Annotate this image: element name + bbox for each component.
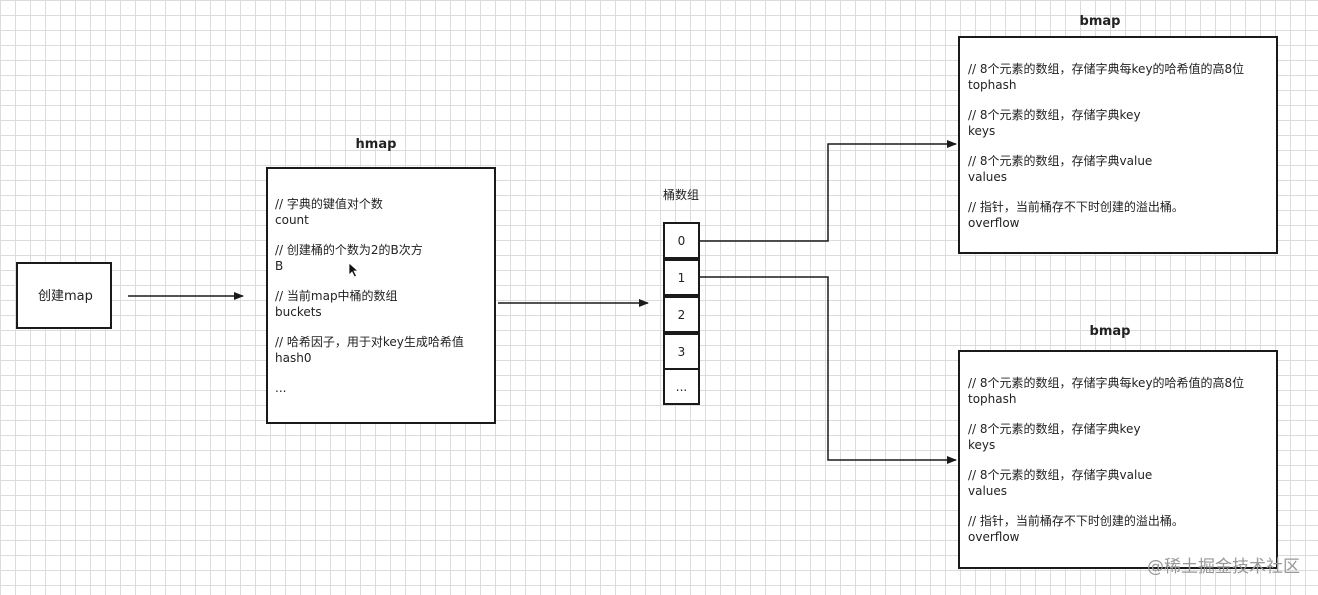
field-comment: // 指针，当前桶存不下时创建的溢出桶。 — [968, 514, 1184, 528]
field-comment: // 指针，当前桶存不下时创建的溢出桶。 — [968, 200, 1184, 214]
bmap-field-overflow: // 指针，当前桶存不下时创建的溢出桶。 overflow — [968, 513, 1244, 545]
field-name: keys — [968, 124, 996, 138]
arrow-bucket0-to-bmap-top — [700, 140, 957, 242]
field-name: B — [275, 259, 284, 273]
bucket-array-title: 桶数组 — [662, 188, 700, 202]
field-comment: // 字典的键值对个数 — [275, 197, 383, 211]
bucket-cell-ellipsis: ... — [663, 368, 700, 405]
field-comment: // 创建桶的个数为2的B次方 — [275, 243, 423, 257]
field-comment: // 8个元素的数组，存储字典value — [968, 468, 1153, 482]
mouse-cursor-icon — [348, 262, 360, 278]
bmap-bottom-field-list: // 8个元素的数组，存储字典每key的哈希值的高8位 tophash // 8… — [968, 375, 1244, 559]
create-map-node: 创建map — [16, 262, 112, 329]
bmap-field-keys: // 8个元素的数组，存储字典key keys — [968, 421, 1244, 453]
field-comment: // 8个元素的数组，存储字典key — [968, 108, 1141, 122]
field-name: keys — [968, 438, 996, 452]
field-comment: // 8个元素的数组，存储字典key — [968, 422, 1141, 436]
bmap-top-box — [958, 36, 1278, 254]
arrow-bucket1-to-bmap-bottom — [700, 276, 957, 464]
field-comment: // 8个元素的数组，存储字典每key的哈希值的高8位 — [968, 376, 1245, 390]
field-comment: // 哈希因子，用于对key生成哈希值 — [275, 335, 464, 349]
hmap-field-count: // 字典的键值对个数 count — [275, 196, 464, 228]
bucket-cell-1: 1 — [663, 259, 700, 296]
field-name: values — [968, 170, 1008, 184]
bmap-field-keys: // 8个元素的数组，存储字典key keys — [968, 107, 1244, 139]
bucket-cell-2: 2 — [663, 296, 700, 333]
hmap-field-list: // 字典的键值对个数 count // 创建桶的个数为2的B次方 B // 当… — [275, 196, 464, 396]
field-comment: // 8个元素的数组，存储字典每key的哈希值的高8位 — [968, 62, 1245, 76]
bmap-bottom-title: bmap — [1089, 324, 1131, 339]
hmap-box — [266, 167, 496, 424]
field-comment: // 8个元素的数组，存储字典value — [968, 154, 1153, 168]
bucket-cell-0: 0 — [663, 222, 700, 259]
hmap-ellipsis: ... — [275, 381, 287, 395]
hmap-title: hmap — [355, 137, 397, 152]
watermark: @稀土掘金技术社区 — [1147, 557, 1300, 577]
field-comment: // 当前map中桶的数组 — [275, 289, 398, 303]
field-name: tophash — [968, 392, 1017, 406]
bmap-top-title: bmap — [1079, 14, 1121, 29]
bucket-cell-3: 3 — [663, 333, 700, 370]
bmap-field-overflow: // 指针，当前桶存不下时创建的溢出桶。 overflow — [968, 199, 1244, 231]
hmap-field-b: // 创建桶的个数为2的B次方 B — [275, 242, 464, 274]
create-map-label: 创建map — [38, 289, 93, 304]
hmap-field-hash0: // 哈希因子，用于对key生成哈希值 hash0 — [275, 334, 464, 366]
field-name: tophash — [968, 78, 1017, 92]
field-name: count — [275, 213, 309, 227]
bmap-top-field-list: // 8个元素的数组，存储字典每key的哈希值的高8位 tophash // 8… — [968, 61, 1244, 245]
field-name: hash0 — [275, 351, 312, 365]
field-name: overflow — [968, 530, 1020, 544]
field-name: buckets — [275, 305, 322, 319]
field-name: overflow — [968, 216, 1020, 230]
bmap-field-values: // 8个元素的数组，存储字典value values — [968, 467, 1244, 499]
bmap-bottom-box — [958, 350, 1278, 569]
bmap-field-values: // 8个元素的数组，存储字典value values — [968, 153, 1244, 185]
bmap-field-tophash: // 8个元素的数组，存储字典每key的哈希值的高8位 tophash — [968, 61, 1244, 93]
bmap-field-tophash: // 8个元素的数组，存储字典每key的哈希值的高8位 tophash — [968, 375, 1244, 407]
field-name: values — [968, 484, 1008, 498]
hmap-field-buckets: // 当前map中桶的数组 buckets — [275, 288, 464, 320]
